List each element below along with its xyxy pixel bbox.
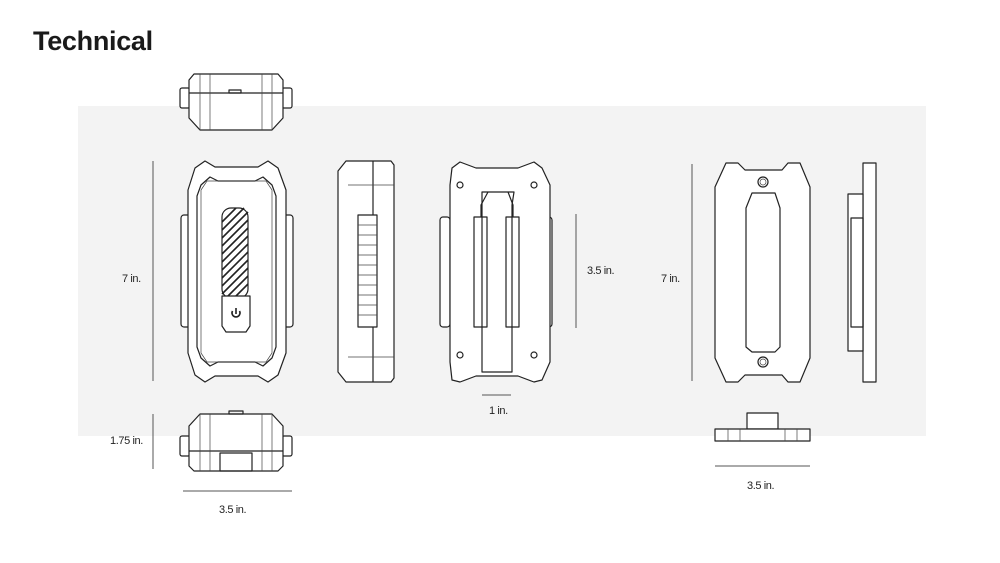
depth-label: 1.75 in. [110,435,143,447]
device-bottom-view [179,410,293,472]
front-height-label: 7 in. [122,273,141,285]
power-icon [231,308,241,318]
device-top-view [179,73,293,131]
mount-bottom-view [714,412,811,442]
clip-length-label: 3.5 in. [587,265,615,277]
mount-width-label: 3.5 in. [747,480,775,492]
screw-icon [456,181,538,359]
device-back-view [439,161,553,383]
width-label: 3.5 in. [219,504,247,516]
device-front-view [180,160,294,383]
mount-height-label: 7 in. [661,273,680,285]
device-side-view [337,160,395,383]
mount-front-view [714,162,811,383]
dimension-lines [152,161,810,492]
page-title: Technical [33,26,153,56]
mount-side-view [847,162,877,383]
clip-width-label: 1 in. [489,405,508,417]
